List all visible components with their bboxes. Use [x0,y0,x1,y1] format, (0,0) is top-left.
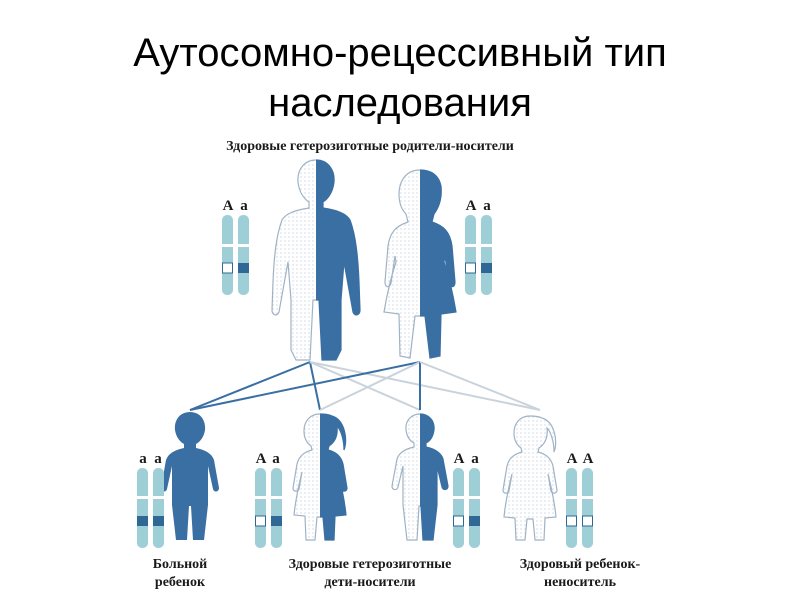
mother-allele-dominant-band [465,262,476,274]
child-2-allele-2: a [272,451,280,467]
line-mother-to-child2 [319,361,421,411]
child-1-chromosome-pair: a a [137,451,164,548]
caption-affected-line-2: ребенок [155,575,206,590]
father-allele-2: a [240,198,248,214]
mother-figure [383,169,457,359]
child-3-allele-2: a [471,451,479,467]
father-allele-recessive-band [238,263,249,273]
line-father-to-child3 [309,361,421,411]
inheritance-lines [189,361,541,411]
slide-title-line-2: наследования [268,81,532,125]
caption-affected-line-1: Больной [153,557,207,572]
child-2-chromosome-pair: A a [255,451,282,548]
mother-allele-2: a [483,198,491,214]
slide-title: Аутосомно-рецессивный тип наследования [0,28,800,128]
mother-allele-recessive-band [481,263,492,273]
line-father-to-child1 [189,361,311,411]
caption-carrier-line-2: дети-носители [324,575,415,590]
parents-caption: Здоровые гетерозиготные родители-носител… [226,139,514,154]
slide-title-line-1: Аутосомно-рецессивный тип [133,31,667,75]
caption-healthy-line-2: неноситель [544,575,617,590]
father-allele-1: A [223,198,234,214]
caption-carrier-line-1: Здоровые гетерозиготные [289,557,452,572]
child-2-allele-1: A [256,451,267,467]
child-1-allele-1: a [139,451,147,467]
child-4-allele-2: A [583,451,594,467]
line-father-to-child2 [309,361,321,411]
child-4-allele-1: A [567,451,578,467]
child-1-affected-boy [161,412,219,540]
child-3-chromosome-pair: A a [453,451,480,548]
line-mother-to-child4 [419,361,541,411]
child-3-allele-1: A [454,451,465,467]
mother-chromosome-pair: A a [465,198,492,295]
child-3-carrier-boy [391,413,449,541]
father-figure [271,159,361,361]
father-allele-dominant-band [222,262,233,274]
caption-healthy-line-1: Здоровый ребенок- [520,557,641,572]
mother-allele-1: A [466,198,477,214]
line-father-to-child4 [309,361,541,411]
child-4-healthy-girl [502,415,558,541]
child-1-allele-2: a [154,451,162,467]
line-mother-to-child1 [189,361,421,411]
father-chromosome-pair: A a [222,198,249,295]
child-4-chromosome-pair: A A [566,451,594,548]
child-2-carrier-girl [292,413,348,541]
